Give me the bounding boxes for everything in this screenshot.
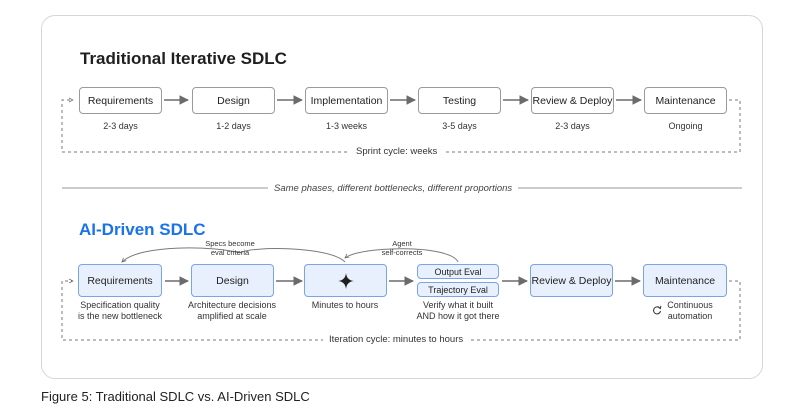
- specs-feedback-curve: [122, 247, 346, 262]
- stage-design: Design: [192, 87, 275, 114]
- trajectory-eval-box: Trajectory Eval: [417, 282, 499, 297]
- ai-stage-requirements: Requirements: [78, 264, 162, 297]
- traditional-sdlc-title: Traditional Iterative SDLC: [80, 49, 287, 68]
- ai-stage-review-deploy: Review & Deploy: [530, 264, 613, 297]
- iteration-cycle-label: Iteration cycle: minutes to hours: [323, 334, 470, 345]
- duration-label: 1-2 days: [216, 121, 251, 131]
- ai-stage-design: Design: [191, 264, 274, 297]
- duration-label: 2-3 days: [103, 121, 138, 131]
- figure-caption: Figure 5: Traditional SDLC vs. AI-Driven…: [41, 389, 310, 404]
- ai-stage-implementation: [304, 264, 387, 297]
- agent-feedback-curve: [345, 248, 459, 263]
- refresh-icon: [653, 305, 662, 315]
- ai-sdlc-title: AI-Driven SDLC: [79, 220, 206, 239]
- duration-label: 3-5 days: [442, 121, 477, 131]
- divider-text: Same phases, different bottlenecks, diff…: [268, 183, 519, 194]
- sparkle-icon: [337, 272, 354, 289]
- output-eval-box: Output Eval: [417, 264, 499, 279]
- sprint-cycle-loop: [61, 100, 741, 153]
- duration-label: 1-3 weeks: [325, 121, 368, 131]
- stage-testing: Testing: [418, 87, 501, 114]
- stage-review-deploy: Review & Deploy: [531, 87, 614, 114]
- stage-implementation: Implementation: [305, 87, 388, 114]
- diagram-card: [41, 15, 763, 379]
- ai-stage-maintenance: Maintenance: [643, 264, 727, 297]
- implementation-note: Minutes to hours: [311, 300, 379, 310]
- stage-requirements: Requirements: [79, 87, 162, 114]
- duration-label: 2-3 days: [555, 121, 590, 131]
- sprint-cycle-label: Sprint cycle: weeks: [350, 146, 444, 157]
- stage-maintenance: Maintenance: [644, 87, 727, 114]
- duration-label: Ongoing: [668, 121, 703, 131]
